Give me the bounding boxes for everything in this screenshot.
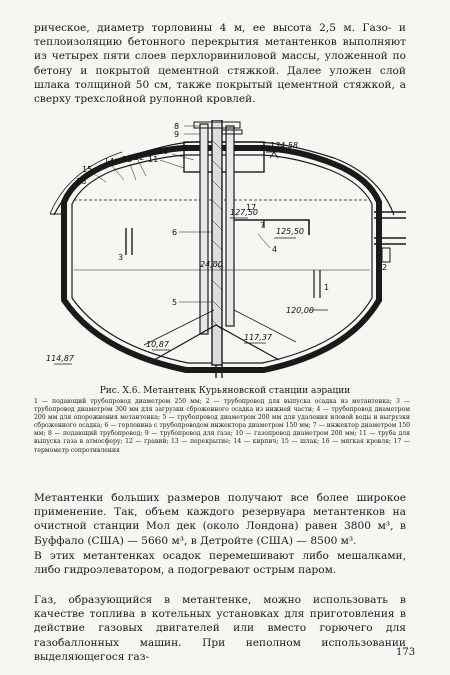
callout-number: 12 [134,153,144,162]
figure-caption-legend: 1 — подающий трубопровод диаметром 250 м… [34,398,410,454]
callout-number: 15 [82,165,92,174]
elevation-label: 134,58 [270,141,298,150]
callout-number: 14 [104,157,114,166]
callout-number: 8 [174,122,179,131]
elevation-label: 125,50 [276,227,304,236]
tank-outer-shell [61,145,382,373]
elevation-label: 117,37 [244,333,273,342]
dimension-label: 24,00 [200,260,223,269]
callout-number: 9 [174,130,179,139]
paragraph-gas-use: Газ, образующийся в метантенке, можно ис… [34,594,406,663]
callout-number: 11 [148,155,158,164]
callout-number: 7 [260,221,265,230]
bottom-cone [153,324,280,361]
elevation-label: 120,00 [286,306,314,315]
tank-inner-shell [71,154,373,364]
callout-number: 10 [158,147,168,156]
callout-number: 16 [76,177,86,186]
elevation-label: 127,50 [230,208,258,217]
page-number: 173 [396,647,416,658]
callout-number: 13 [122,155,132,164]
callout-number: 3 [118,253,123,262]
paragraph-large-tanks: Метантенки больших размеров получают все… [34,492,406,547]
figure-caption-title: Рис. X.6. Метантенк Курьяновской станции… [99,386,351,396]
paragraph-mixing: В этих метантенках осадок перемешивают л… [34,550,406,577]
roof-insulation [53,141,395,216]
paragraph-top: рическое, диаметр торловины 4 м, ее высо… [34,22,406,106]
elevation-label: 114,87 [46,354,75,363]
methane-tank-figure: 134,58 127,50 125,50 24,00 120,00 117,37… [46,120,406,378]
overflow-pipe [234,219,310,235]
callout-number: 17 [246,203,256,212]
callout-number: 6 [172,228,177,237]
central-pipe [211,120,223,366]
callout-number: 1 [324,283,329,292]
callout-number: 4 [272,245,277,254]
callout-number: 5 [172,298,177,307]
callout-number: 2 [382,263,387,272]
neck-dome [183,141,265,173]
elevation-label: 10,87 [146,340,170,349]
